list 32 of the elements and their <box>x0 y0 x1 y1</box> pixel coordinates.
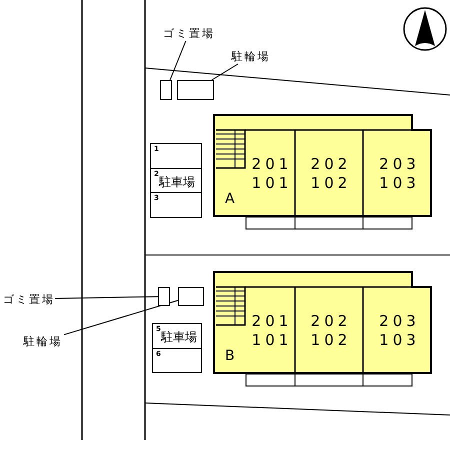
leader-line <box>211 64 238 80</box>
leader-line <box>54 296 158 300</box>
text-label: A <box>225 192 235 206</box>
text-label: 103 <box>378 332 420 348</box>
area-label: ゴミ置場 <box>3 291 55 307</box>
storage-box <box>178 287 204 306</box>
storage-box <box>177 80 214 100</box>
text-label: 202 <box>310 314 352 328</box>
text-label: 203 <box>378 156 420 172</box>
text-label: 202 <box>310 156 352 172</box>
area-label: 駐輪場 <box>22 333 64 349</box>
text-label: 101 <box>250 332 292 348</box>
text-label: 駐車場 <box>160 331 197 343</box>
parking-lot <box>150 143 202 218</box>
text-label: 203 <box>378 314 420 328</box>
storage-box <box>160 80 172 100</box>
area-label: 駐輪場 <box>228 48 274 64</box>
apartment-building <box>213 114 432 217</box>
text-label: 201 <box>250 156 292 172</box>
leader-line <box>170 40 186 80</box>
text-label: 201 <box>250 314 292 328</box>
leader-line <box>64 300 178 336</box>
parking-lot <box>152 323 202 373</box>
text-label: B <box>225 349 235 363</box>
text-label: 駐車場 <box>158 176 195 188</box>
area-label: ゴミ置場 <box>160 25 218 41</box>
text-label: 102 <box>310 176 352 190</box>
storage-box <box>158 287 170 306</box>
text-label: 103 <box>378 176 420 190</box>
text-label: 102 <box>310 332 352 348</box>
apartment-building <box>213 271 432 374</box>
text-label: 101 <box>250 176 292 190</box>
